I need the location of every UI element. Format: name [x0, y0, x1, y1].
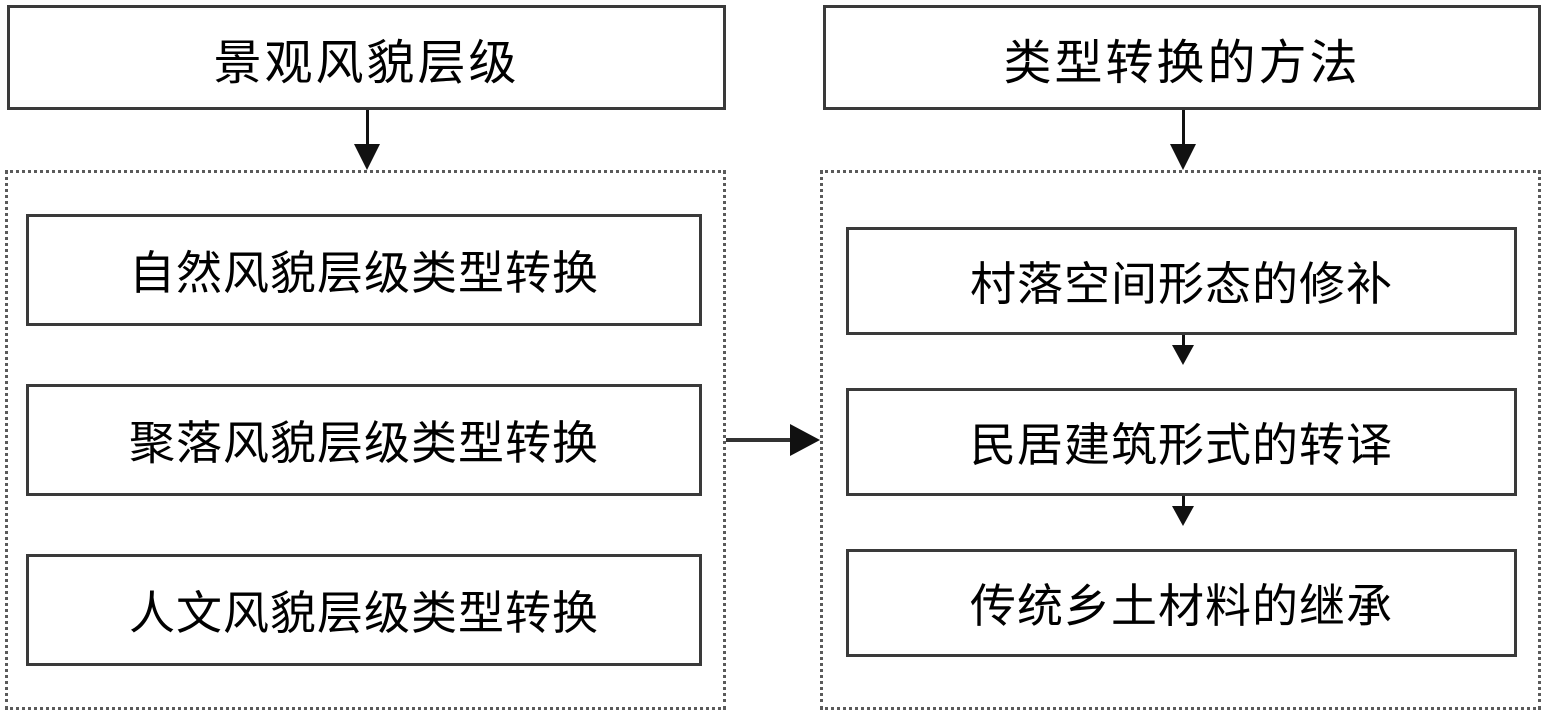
left-item-box-3[interactable]: 人文风貌层级类型转换: [26, 554, 702, 666]
cross-connector-arrow: [790, 424, 820, 456]
left-item-box-2[interactable]: 聚落风貌层级类型转换: [26, 384, 702, 496]
right-connector-arrow-1: [1172, 345, 1194, 365]
left-title-connector-arrow: [354, 144, 380, 170]
left-item-label-2: 聚落风貌层级类型转换: [129, 416, 599, 470]
right-item-box-1[interactable]: 村落空间形态的修补: [846, 227, 1517, 335]
left-item-label-3: 人文风貌层级类型转换: [129, 586, 599, 640]
left-group-container: [5, 170, 726, 710]
right-item-label-3: 传统乡土材料的继承: [970, 579, 1393, 633]
right-group-container: [820, 170, 1541, 710]
cross-connector-line: [726, 438, 796, 442]
left-title-label: 景观风貌层级: [213, 34, 520, 91]
right-title-connector-line: [1182, 110, 1185, 150]
right-title-box[interactable]: 类型转换的方法: [823, 5, 1541, 110]
right-item-label-1: 村落空间形态的修补: [970, 257, 1393, 311]
left-title-connector-line: [366, 110, 369, 150]
left-item-label-1: 自然风貌层级类型转换: [129, 246, 599, 300]
right-title-label: 类型转换的方法: [1003, 34, 1361, 91]
left-item-box-1[interactable]: 自然风貌层级类型转换: [26, 214, 702, 326]
right-item-box-2[interactable]: 民居建筑形式的转译: [846, 388, 1517, 496]
right-title-connector-arrow: [1170, 144, 1196, 170]
right-item-label-2: 民居建筑形式的转译: [970, 418, 1393, 472]
left-title-box[interactable]: 景观风貌层级: [7, 5, 726, 110]
right-connector-arrow-2: [1172, 506, 1194, 526]
right-item-box-3[interactable]: 传统乡土材料的继承: [846, 549, 1517, 657]
